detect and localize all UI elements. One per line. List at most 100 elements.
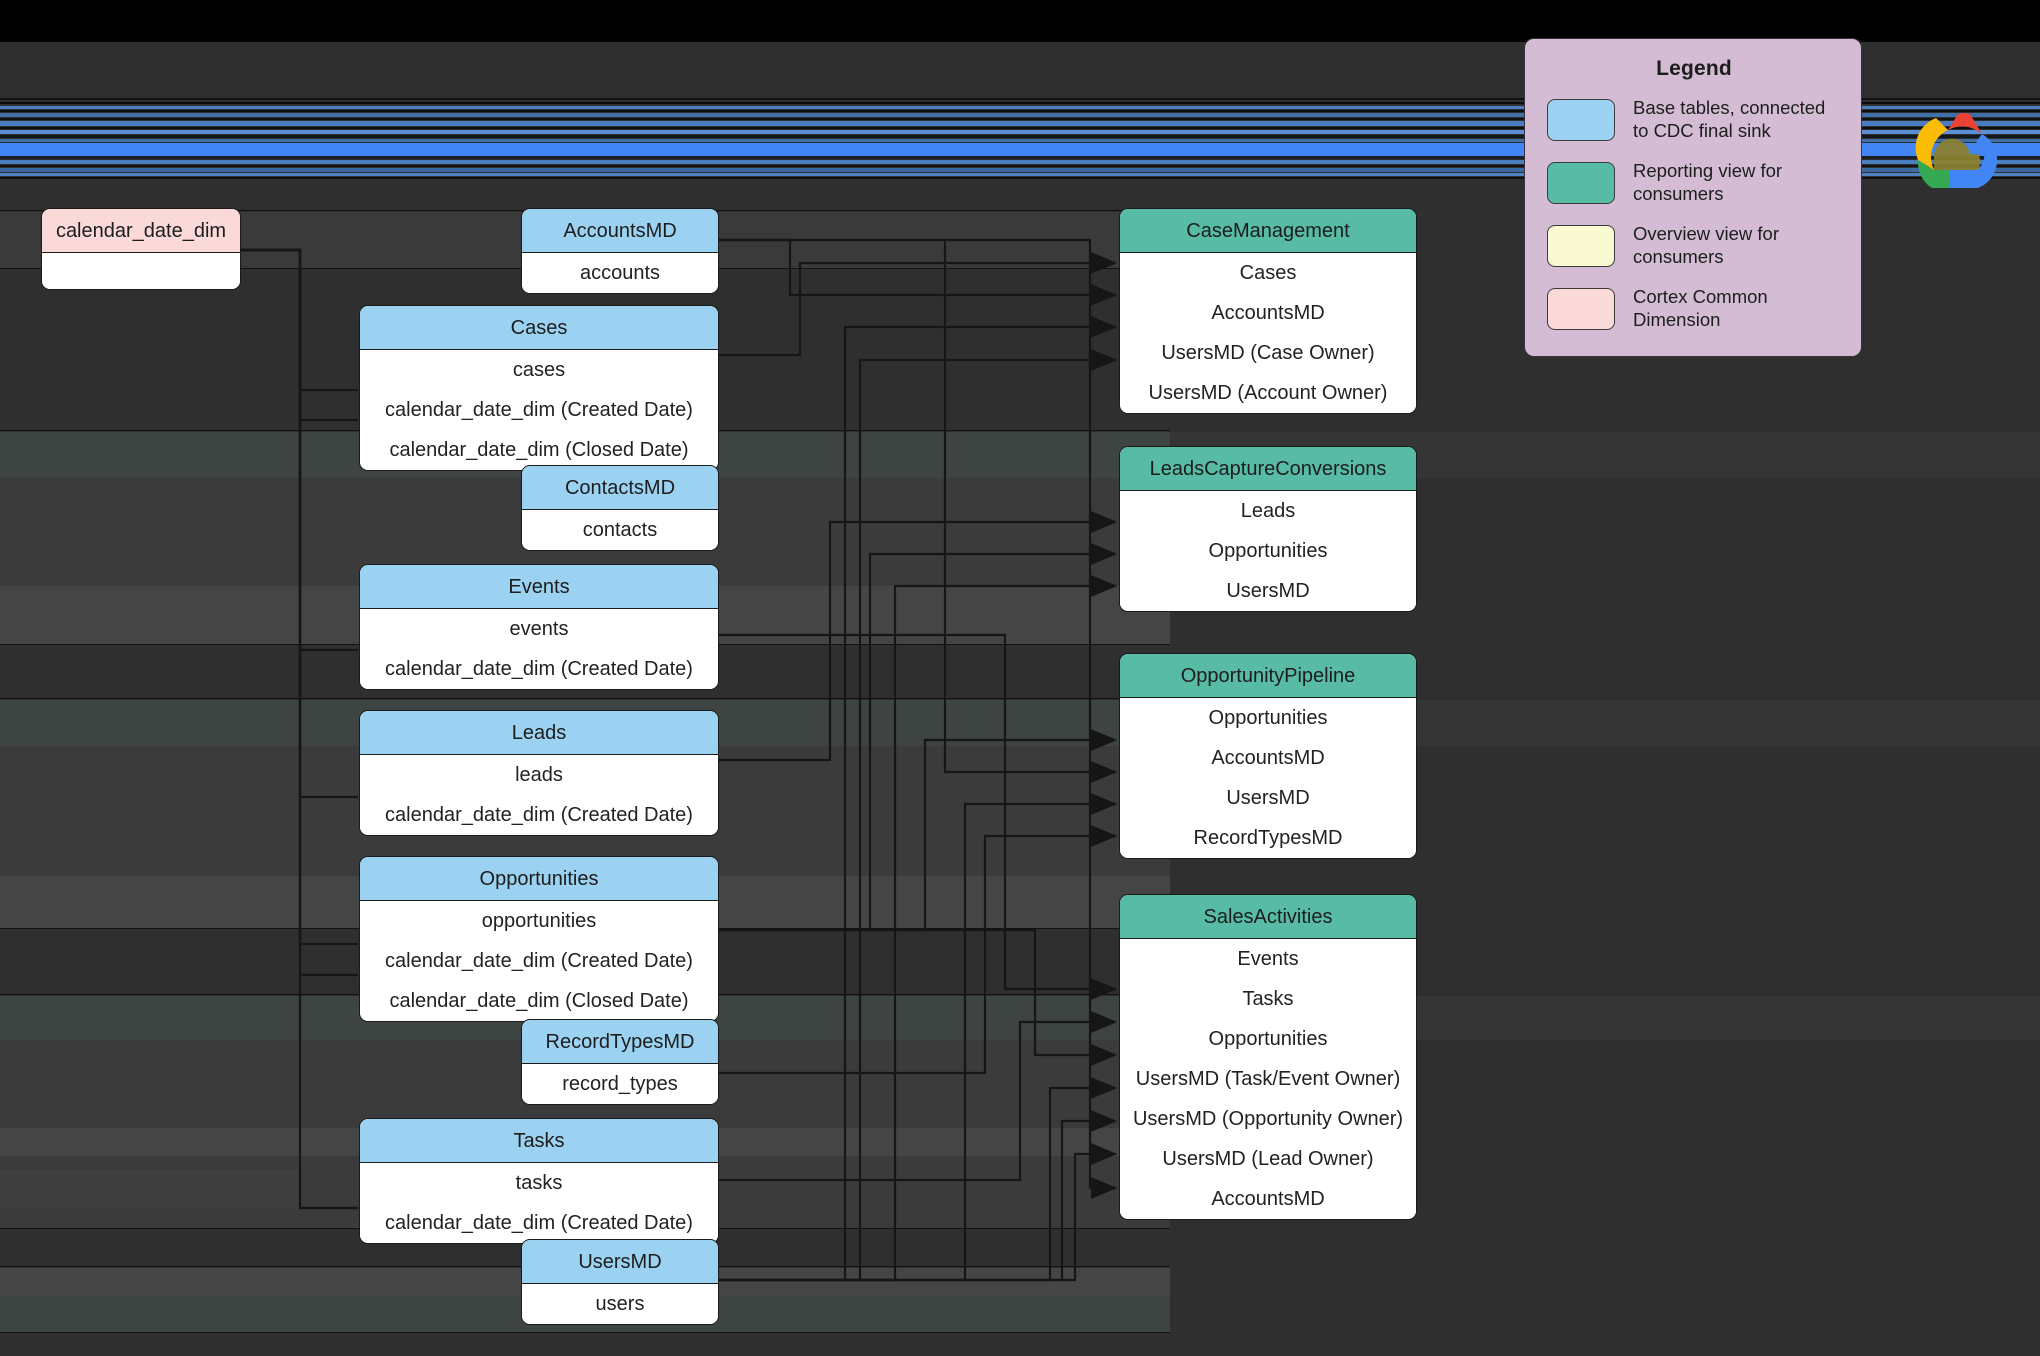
glitch-line: [0, 1332, 1170, 1333]
node-row: calendar_date_dim (Closed Date): [389, 990, 689, 1012]
node-row: leads: [515, 764, 563, 786]
legend-item-label: Cortex Common Dimension: [1633, 286, 1768, 330]
legend-item-base-tables: Base tables, connected to CDC final sink: [1547, 97, 1841, 142]
glitch-streak: [0, 160, 2040, 164]
node-rows: [42, 253, 240, 289]
node-row: Events: [1237, 948, 1299, 970]
table-node-cases[interactable]: Cases cases calendar_date_dim (Created D…: [359, 305, 719, 471]
node-row: AccountsMD: [1211, 747, 1325, 769]
glitch-streak: [0, 130, 2040, 134]
legend-item-overview-view: Overview view for consumers: [1547, 223, 1841, 268]
node-row: UsersMD: [1226, 580, 1310, 602]
glitch-streak: [0, 173, 2040, 176]
view-node-casemanagement[interactable]: CaseManagement Cases AccountsMD UsersMD …: [1119, 208, 1417, 414]
overview-view-swatch: [1547, 224, 1615, 267]
node-header: Tasks: [360, 1119, 718, 1163]
node-header: Cases: [360, 306, 718, 350]
table-node-tasks[interactable]: Tasks tasks calendar_date_dim (Created D…: [359, 1118, 719, 1244]
node-header: ContactsMD: [522, 466, 718, 510]
node-header: AccountsMD: [522, 209, 718, 253]
node-row: calendar_date_dim (Created Date): [385, 658, 693, 680]
node-row: calendar_date_dim (Created Date): [385, 950, 693, 972]
reporting-view-swatch: [1547, 161, 1615, 204]
table-node-usersmd[interactable]: UsersMD users: [521, 1239, 719, 1325]
node-header: RecordTypesMD: [522, 1020, 718, 1064]
glitch-streak: [0, 113, 2040, 117]
glitch-streak: [0, 177, 2040, 179]
node-row: opportunities: [481, 910, 597, 932]
base-tables-swatch: [1547, 98, 1615, 141]
cortex-dimension-swatch: [1547, 287, 1615, 330]
node-header: Opportunities: [360, 857, 718, 901]
table-node-recordtypesmd[interactable]: RecordTypesMD record_types: [521, 1019, 719, 1105]
google-cloud-logo: [1915, 113, 1998, 188]
node-row: tasks: [515, 1172, 563, 1194]
glitch-streak: [0, 139, 2040, 142]
glitch-streak: [0, 165, 2040, 167]
view-node-leadscaptureconversions[interactable]: LeadsCaptureConversions Leads Opportunit…: [1119, 446, 1417, 612]
table-node-accountsmd[interactable]: AccountsMD accounts: [521, 208, 719, 294]
legend-item-cortex-dimension: Cortex Common Dimension: [1547, 286, 1841, 331]
node-row: Opportunities: [1208, 1028, 1328, 1050]
node-header: CaseManagement: [1120, 209, 1416, 253]
node-row: Opportunities: [1208, 540, 1328, 562]
node-rows: record_types: [522, 1064, 718, 1104]
node-row: calendar_date_dim (Created Date): [385, 399, 693, 421]
node-rows: Cases AccountsMD UsersMD (Case Owner) Us…: [1120, 253, 1416, 413]
node-header: OpportunityPipeline: [1120, 654, 1416, 698]
glitch-streak: [0, 106, 2040, 109]
node-rows: leads calendar_date_dim (Created Date): [360, 755, 718, 835]
view-node-salesactivities[interactable]: SalesActivities Events Tasks Opportuniti…: [1119, 894, 1417, 1220]
glitch-band: [0, 1170, 300, 1208]
glitch-streak: [0, 127, 2040, 129]
node-rows: contacts: [522, 510, 718, 550]
node-row: Leads: [1240, 500, 1296, 522]
glitch-line: [0, 698, 1170, 699]
node-rows: Opportunities AccountsMD UsersMD RecordT…: [1120, 698, 1416, 858]
legend-item-label: Overview view for consumers: [1633, 223, 1779, 267]
node-row: accounts: [579, 262, 661, 284]
legend-title: Legend: [1656, 57, 1732, 80]
node-row: Cases: [1239, 262, 1297, 284]
node-header: Leads: [360, 711, 718, 755]
node-row: RecordTypesMD: [1193, 827, 1343, 849]
table-node-contactsmd[interactable]: ContactsMD contacts: [521, 465, 719, 551]
glitch-line: [0, 98, 2040, 100]
node-row: [42, 253, 240, 289]
node-header: Events: [360, 565, 718, 609]
glitch-streak: [0, 168, 2040, 172]
glitch-streak: [0, 110, 2040, 112]
table-node-events[interactable]: Events events calendar_date_dim (Created…: [359, 564, 719, 690]
node-rows: opportunities calendar_date_dim (Created…: [360, 901, 718, 1021]
glitch-streak: [0, 156, 2040, 159]
table-node-opportunities[interactable]: Opportunities opportunities calendar_dat…: [359, 856, 719, 1022]
node-row: UsersMD (Opportunity Owner): [1132, 1108, 1404, 1130]
node-row: calendar_date_dim (Created Date): [385, 1212, 693, 1234]
node-row: cases: [512, 359, 566, 381]
glitch-streak: [0, 135, 2040, 138]
glitch-streak: [0, 121, 2040, 126]
legend-panel: Legend Base tables, connected to CDC fin…: [1524, 38, 1862, 357]
view-node-opportunitypipeline[interactable]: OpportunityPipeline Opportunities Accoun…: [1119, 653, 1417, 859]
node-rows: accounts: [522, 253, 718, 293]
node-row: UsersMD (Lead Owner): [1162, 1148, 1374, 1170]
node-row: UsersMD: [1226, 787, 1310, 809]
node-rows: tasks calendar_date_dim (Created Date): [360, 1163, 718, 1243]
node-header: SalesActivities: [1120, 895, 1416, 939]
node-rows: users: [522, 1284, 718, 1324]
node-row: record_types: [562, 1073, 678, 1095]
legend-item-reporting-view: Reporting view for consumers: [1547, 160, 1841, 205]
node-row: UsersMD (Task/Event Owner): [1135, 1068, 1401, 1090]
node-row: Opportunities: [1208, 707, 1328, 729]
table-node-leads[interactable]: Leads leads calendar_date_dim (Created D…: [359, 710, 719, 836]
legend-item-label: Reporting view for consumers: [1633, 160, 1783, 204]
glitch-streak: [0, 118, 2040, 120]
table-node-calendar-date-dim[interactable]: calendar_date_dim: [41, 208, 241, 290]
legend-item-label: Base tables, connected to CDC final sink: [1633, 97, 1826, 141]
node-rows: events calendar_date_dim (Created Date): [360, 609, 718, 689]
node-row: calendar_date_dim (Closed Date): [389, 439, 689, 461]
node-rows: Leads Opportunities UsersMD: [1120, 491, 1416, 611]
node-rows: Events Tasks Opportunities UsersMD (Task…: [1120, 939, 1416, 1219]
node-row: Tasks: [1242, 988, 1294, 1010]
